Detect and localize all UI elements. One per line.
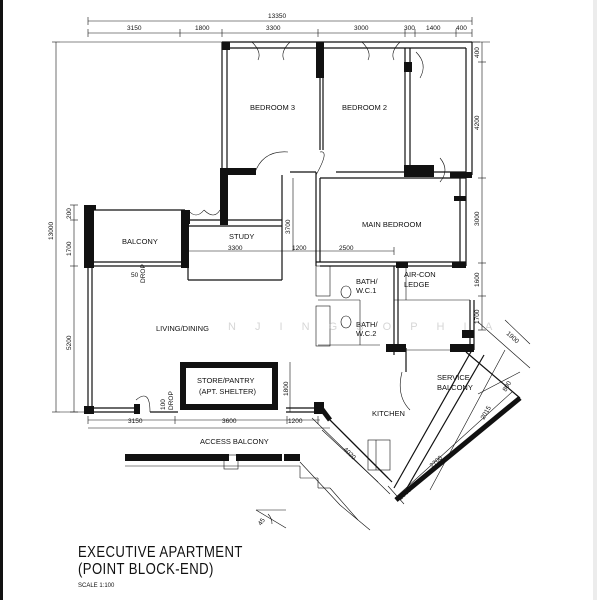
plan-title-line1: EXECUTIVE APARTMENT	[78, 544, 243, 561]
dim-diag-800: 800	[502, 380, 514, 393]
plan-title: EXECUTIVE APARTMENT (POINT BLOCK-END)	[78, 544, 243, 578]
dimension-labels: 13350 3150 1800 3300 3000 300 1400 400 4…	[48, 13, 520, 527]
screen-edge-left	[0, 0, 3, 600]
dim-bottom-1200: 1200	[288, 418, 303, 425]
plan-title-line2: (POINT BLOCK-END)	[78, 561, 214, 578]
label-drop1-value: 50	[131, 272, 139, 279]
label-main-bedroom: MAIN BEDROOM	[362, 220, 422, 229]
screen-edge-right	[593, 0, 597, 600]
dim-right-4200: 4200	[474, 115, 481, 130]
label-service-line1: SERVICE	[437, 373, 470, 382]
dim-store-1800: 1800	[283, 381, 290, 396]
label-service-line2: BALCONY	[437, 383, 473, 392]
dim-right-1700: 1700	[474, 309, 481, 324]
label-balcony: BALCONY	[122, 237, 158, 246]
label-bath2-line2: W.C.2	[356, 329, 376, 338]
dim-top-3: 3300	[266, 25, 281, 32]
dim-bottom-3150: 3150	[128, 418, 143, 425]
solid-walls	[84, 42, 474, 461]
dim-top-2: 1800	[195, 25, 210, 32]
label-store-line2: (APT. SHELTER)	[199, 387, 256, 396]
label-bedroom2: BEDROOM 2	[342, 103, 387, 112]
dim-study-3300: 3300	[228, 245, 243, 252]
label-bath2-line1: BATH/	[356, 320, 378, 329]
dim-left-200: 200	[66, 208, 73, 219]
dim-top-6: 1400	[426, 25, 441, 32]
diagonal-walls	[316, 349, 522, 502]
dim-top-7: 400	[456, 25, 467, 32]
label-study: STUDY	[229, 232, 254, 241]
label-access-balcony: ACCESS BALCONY	[200, 437, 269, 446]
label-drop1: DROP	[140, 264, 147, 283]
dim-top-5: 300	[404, 25, 415, 32]
dim-study-3700: 3700	[285, 219, 292, 234]
dim-right-3000: 3000	[474, 211, 481, 226]
label-kitchen: KITCHEN	[372, 409, 405, 418]
dim-right-1600: 1600	[474, 272, 481, 287]
label-drop2-value: 100	[160, 399, 167, 410]
dim-study-2500: 2500	[339, 245, 354, 252]
room-labels: BEDROOM 3 BEDROOM 2 MAIN BEDROOM BALCONY…	[122, 103, 473, 446]
dim-overall: 13350	[268, 13, 286, 20]
dim-study-1200: 1200	[292, 245, 307, 252]
walls	[87, 41, 475, 413]
dim-top-1: 3150	[127, 25, 142, 32]
label-store-line1: STORE/PANTRY	[197, 376, 255, 385]
dim-top-4: 3000	[354, 25, 369, 32]
dim-left-5200: 5200	[66, 335, 73, 350]
dim-left-13000: 13000	[48, 222, 55, 240]
label-aircon-line1: AIR-CON	[404, 270, 436, 279]
dim-bottom-3600: 3600	[222, 418, 237, 425]
label-bath1-line1: BATH/	[356, 277, 378, 286]
north-angle: 45	[257, 517, 267, 527]
dim-right-400: 400	[474, 47, 481, 58]
label-living-dining: LIVING/DINING	[156, 324, 209, 333]
dim-left-1700: 1700	[66, 241, 73, 256]
plan-scale: SCALE 1:100	[78, 583, 115, 589]
dimension-lines	[52, 17, 531, 531]
label-drop2: DROP	[168, 391, 175, 410]
label-bedroom3: BEDROOM 3	[250, 103, 295, 112]
watermark: N J I N G S O P H I A	[228, 321, 500, 333]
label-aircon-line2: LEDGE	[404, 280, 429, 289]
label-bath1-line2: W.C.1	[356, 286, 376, 295]
